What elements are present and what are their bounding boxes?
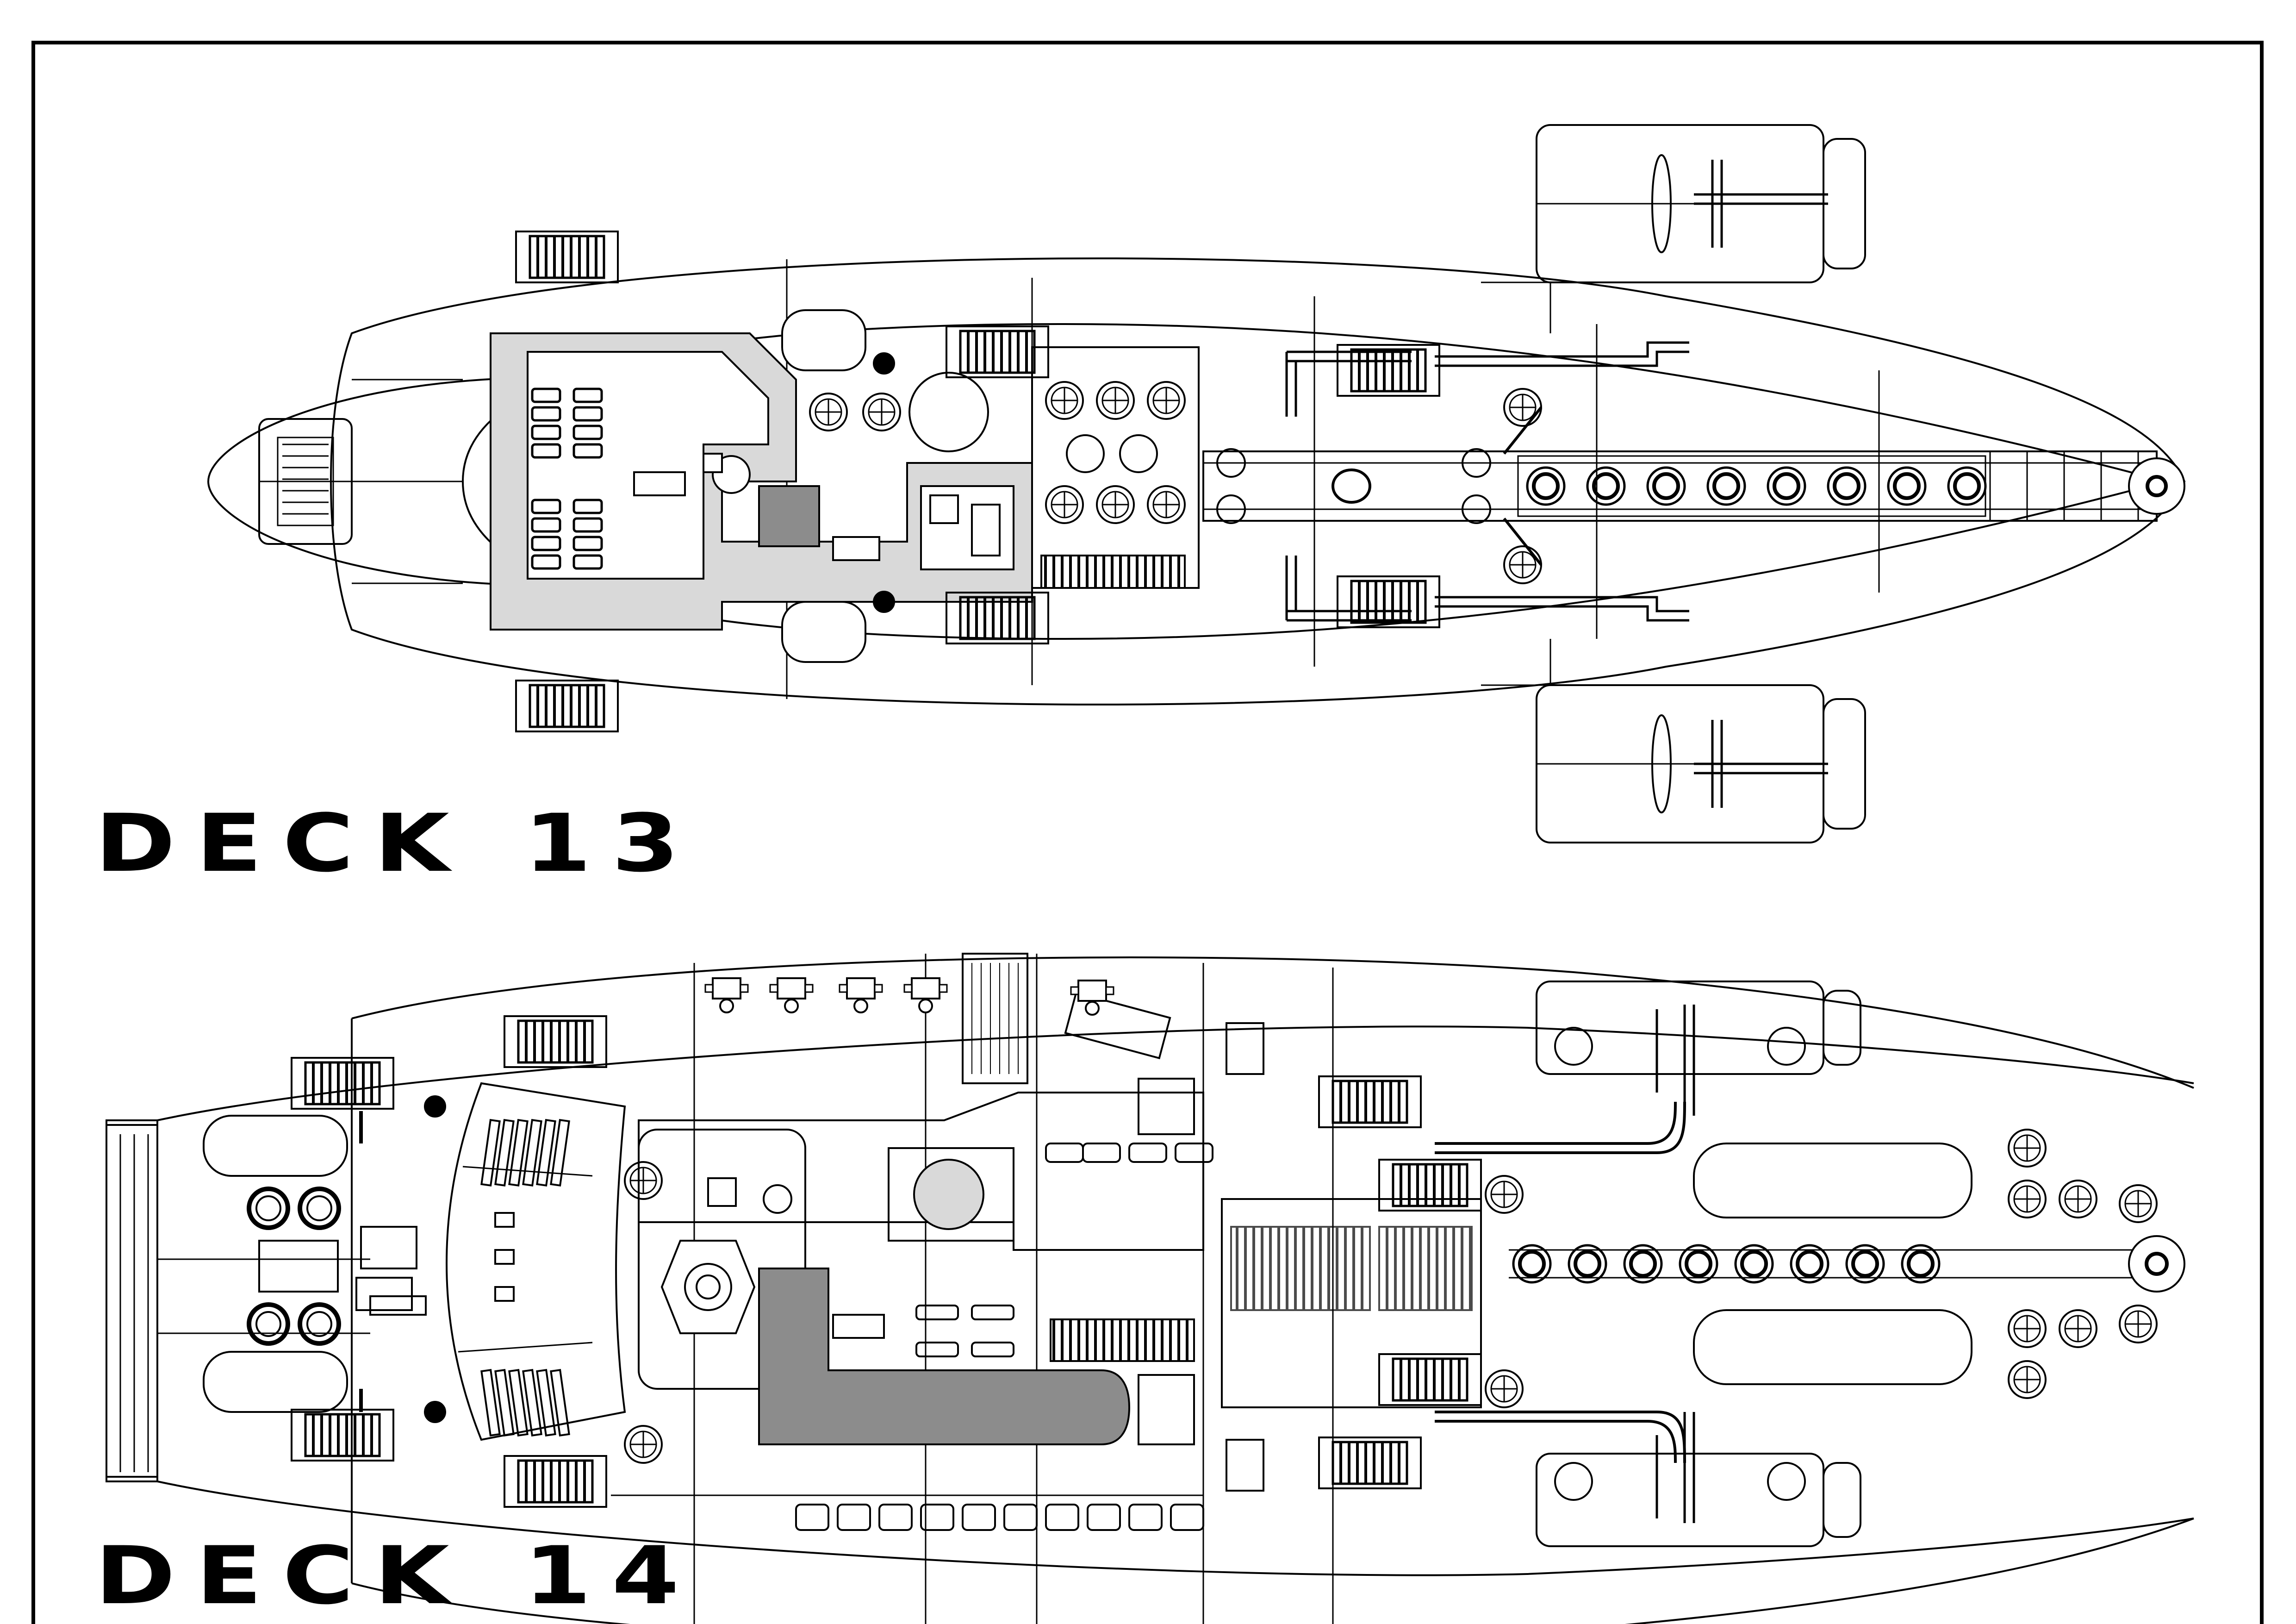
- deck-13-outer-hull: [330, 257, 2186, 706]
- deck-14-central-room: [638, 1092, 1204, 1251]
- deck-14-outer-hull: [351, 956, 2194, 1624]
- deck-13-nacelle-top: [1536, 124, 1866, 283]
- deck-14-nacelle-bottom: [1536, 1412, 1861, 1547]
- deck-14-conference-table: [1064, 991, 1171, 1060]
- deck-13-nose-hatch: [258, 418, 353, 545]
- deck-13-label: DECK 13: [95, 797, 700, 890]
- deck-13-nacelle-bottom: [1536, 684, 1866, 843]
- deck-14-rear-tank-bottom: [1693, 1309, 1972, 1385]
- deck-14-label: DECK 14: [95, 1529, 700, 1622]
- deck-14-bridge-stations: [446, 1082, 626, 1441]
- deck-14-nacelle-top: [1536, 981, 1861, 1116]
- deck-14-plan: [106, 953, 2194, 1624]
- deck-14-cargo-bay: [758, 1268, 1131, 1445]
- deck-14-inner-hull: [157, 1025, 2194, 1576]
- deck-14-engineering-block: [1221, 1198, 1482, 1408]
- page-border: [31, 41, 2264, 1624]
- deck-14-nose-dock: [106, 1124, 158, 1478]
- deck-13-nose: [207, 376, 556, 587]
- deck-13-bunks: [531, 387, 603, 570]
- deck-13-plan: [207, 124, 2186, 843]
- deck-14-rear-tank-top: [1693, 1143, 1972, 1218]
